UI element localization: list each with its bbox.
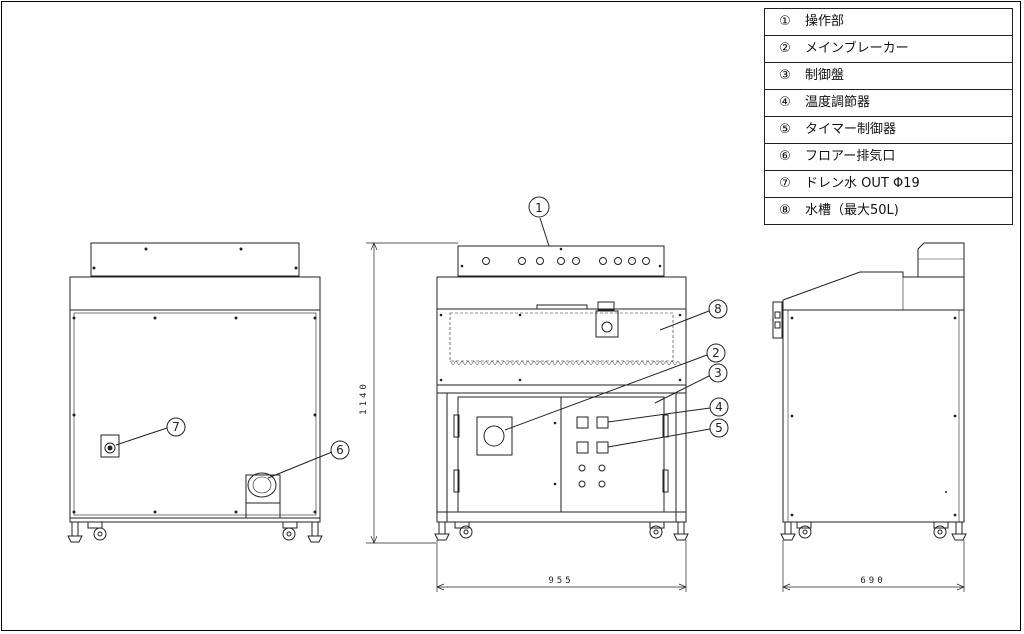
side-panel-top: [917, 242, 965, 277]
legend-label: メインブレーカー: [805, 41, 909, 56]
leader-3: [654, 375, 710, 404]
width-dimension-label: 955: [548, 576, 573, 586]
side-valve-assembly: [772, 301, 783, 339]
front-casters: [434, 521, 689, 541]
callout-3-circle: [708, 363, 728, 383]
callout-8-circle: [708, 299, 728, 319]
leader-4: [607, 407, 711, 423]
leader-8: [659, 310, 710, 331]
legend-label: 操作部: [805, 14, 845, 29]
legend-number: ③: [779, 68, 791, 83]
height-dimension: 1140: [359, 242, 458, 544]
legend-number: ⑥: [779, 149, 791, 164]
leader-7: [115, 427, 168, 446]
legend-row: ⑧ 水槽（最大50L): [764, 197, 1013, 225]
main-breaker: [476, 416, 513, 456]
front-upper-body: [436, 308, 687, 386]
temp-controller-2: [596, 416, 609, 429]
callout-3-label: 3: [714, 366, 722, 380]
callout-4-circle: [709, 397, 729, 417]
leader-5: [607, 428, 711, 448]
depth-dimension-label: 690: [860, 576, 885, 586]
callout-5-label: 5: [715, 421, 723, 435]
side-body: [782, 309, 965, 523]
timer-controller-1: [576, 441, 589, 454]
rear-base-rail: [69, 517, 321, 523]
operation-panel-switches: [482, 257, 650, 265]
timer-controller-2: [596, 441, 609, 454]
legend-label: 制御盤: [805, 68, 845, 83]
callout-7-label: 7: [172, 420, 180, 434]
side-lid-slope: [782, 271, 964, 301]
callout-4-label: 4: [715, 400, 723, 414]
legend-number: ②: [779, 41, 791, 56]
rear-casters: [67, 521, 323, 543]
rear-body-screws: [72, 316, 317, 514]
callout-6-circle: [330, 440, 350, 460]
legend-row: ⑥ フロアー排気口: [764, 143, 1013, 171]
rear-top-cover: [69, 276, 321, 311]
main-breaker-knob: [483, 425, 505, 447]
front-mid-rail: [436, 384, 687, 394]
tank-valve: [601, 321, 613, 333]
leader-6: [267, 451, 333, 479]
width-dimension: 955: [436, 540, 687, 592]
height-dimension-label: 1140: [359, 381, 369, 415]
legend-label: ドレン水 OUT Φ19: [805, 176, 920, 191]
front-top-cover: [436, 276, 687, 310]
legend-row: ④ 温度調節器: [764, 89, 1013, 117]
callout-5-circle: [709, 418, 729, 438]
legend-row: ⑦ ドレン水 OUT Φ19: [764, 170, 1013, 198]
tank-heater-zigzag: [449, 360, 682, 366]
lid-latch: [597, 301, 615, 311]
side-casters: [780, 521, 967, 541]
exhaust-base: [245, 502, 281, 519]
temp-controller-1: [576, 416, 589, 429]
tank-valve-box: [595, 310, 619, 338]
lid-handle: [536, 304, 588, 310]
parts-legend-table: ① 操作部 ② メインブレーカー ③ 制御盤 ④ 温度調節器 ⑤ タイマー制御器 ⑥ フロア…: [764, 8, 1013, 225]
legend-row: ⑤ タイマー制御器: [764, 116, 1013, 144]
drain-port-fitting: [100, 434, 120, 458]
legend-number: ⑧: [779, 203, 791, 218]
legend-label: 水槽（最大50L): [805, 203, 899, 218]
legend-number: ⑦: [779, 176, 791, 191]
callout-2-label: 2: [712, 346, 720, 360]
legend-label: フロアー排気口: [805, 149, 896, 164]
exhaust-outlet: [247, 472, 277, 498]
legend-row: ② メインブレーカー: [764, 35, 1013, 63]
leader-1: [539, 217, 550, 247]
front-base-rail: [436, 511, 687, 523]
callout-7-circle: [166, 417, 186, 437]
front-view: 1 8 2 3: [434, 196, 729, 541]
side-view: [772, 242, 967, 541]
legend-number: ④: [779, 95, 791, 110]
legend-number: ①: [779, 14, 791, 29]
legend-label: 温度調節器: [805, 95, 871, 110]
drain-port-ring: [104, 442, 116, 454]
rear-panel-screws: [92, 247, 298, 270]
rear-view: 7 6: [67, 242, 350, 543]
callout-2-circle: [706, 343, 726, 363]
drain-port-hole: [107, 445, 113, 451]
callout-1-circle: [528, 196, 550, 218]
water-tank-outline: [449, 312, 674, 362]
exhaust-outlet-inner: [252, 476, 272, 494]
rear-body: [69, 309, 321, 519]
legend-label: タイマー制御器: [805, 122, 897, 137]
callout-8-label: 8: [714, 302, 722, 316]
callout-6-label: 6: [336, 443, 344, 457]
leader-2: [504, 354, 708, 431]
depth-dimension: 690: [782, 540, 965, 592]
legend-number: ⑤: [779, 122, 791, 137]
rear-panel-top: [90, 242, 300, 277]
callout-1-label: 1: [535, 201, 543, 215]
operation-panel: [457, 245, 665, 277]
